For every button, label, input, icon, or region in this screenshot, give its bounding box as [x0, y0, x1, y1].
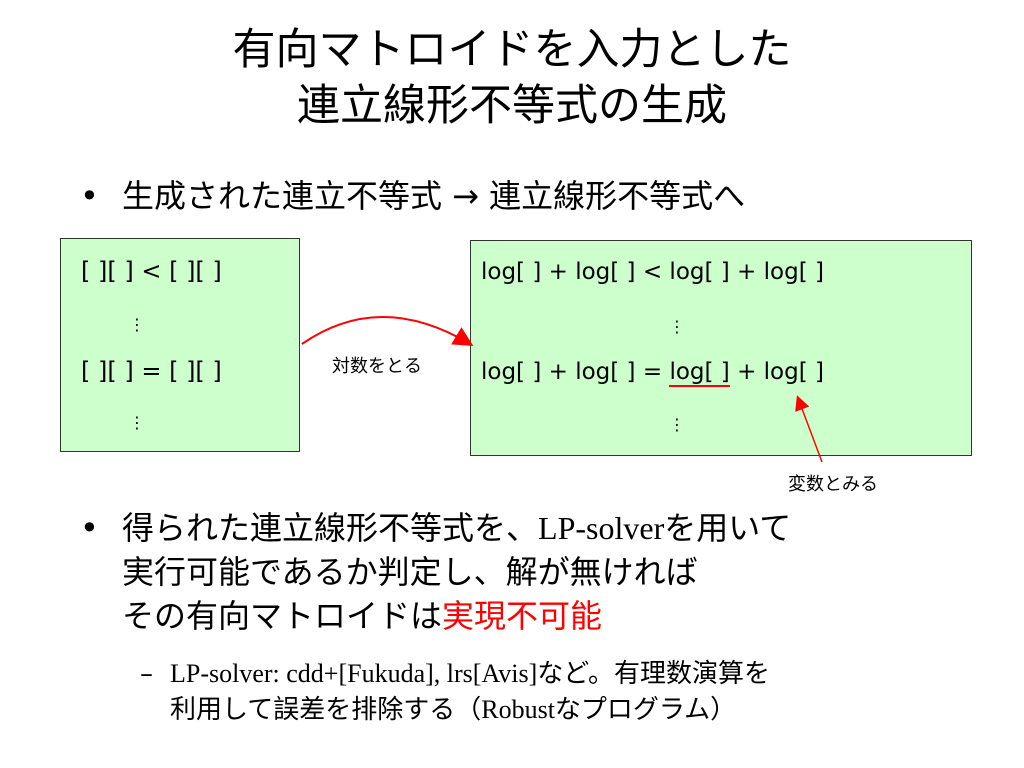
bullet-2-line-1: 得られた連立線形不等式を、LP-solverを用いて — [122, 509, 792, 547]
title-line-1: 有向マトロイドを入力とした — [232, 25, 792, 75]
right-row-2-rhs: + log[ ] — [729, 359, 824, 385]
right-dots-1: ⋮ — [669, 317, 685, 336]
left-inequality-box: [ ][ ] < [ ][ ] ⋮ [ ][ ] = [ ][ ] ⋮ — [60, 238, 300, 452]
right-row-2-lhs: log[ ] + log[ ] = — [481, 359, 670, 385]
variable-term: log[ ] — [669, 359, 730, 387]
bullet-2-line-3: その有向マトロイドは実現不可能 — [122, 597, 603, 635]
right-inequality-box: log[ ] + log[ ] < log[ ] + log[ ] ⋮ log[… — [470, 240, 972, 456]
bullet-1-text: 生成された連立不等式 → 連立線形不等式へ — [122, 177, 746, 215]
take-log-arrow — [301, 316, 474, 347]
sub-bullet: – LP-solver: cdd+[Fukuda], lrs[Avis]など。有… — [140, 656, 770, 728]
variable-pointer-line — [795, 395, 823, 463]
bullet-2-line-2: 実行可能であるか判定し、解が無ければ — [122, 553, 698, 591]
sub-bullet-marker: – — [140, 659, 153, 689]
bullet-2: • 得られた連立線形不等式を、LP-solverを用いて 実行可能であるか判定し… — [80, 506, 792, 638]
right-dots-2: ⋮ — [669, 415, 685, 434]
unrealizable-text: 実現不可能 — [442, 597, 603, 635]
slide-title: 有向マトロイドを入力とした 連立線形不等式の生成 — [0, 22, 1024, 134]
left-dots-2: ⋮ — [129, 413, 145, 432]
bullet-marker: • — [80, 509, 99, 547]
left-dots-1: ⋮ — [129, 315, 145, 334]
take-log-label: 対数をとる — [332, 356, 422, 377]
sub-bullet-line-1: LP-solver: cdd+[Fukuda], lrs[Avis]など。有理数… — [170, 659, 770, 689]
right-row-2: log[ ] + log[ ] = log[ ] + log[ ] — [481, 359, 824, 387]
left-row-2: [ ][ ] = [ ][ ] — [81, 357, 222, 385]
right-row-1: log[ ] + log[ ] < log[ ] + log[ ] — [481, 259, 824, 285]
variable-label: 変数とみる — [788, 474, 878, 495]
left-row-1: [ ][ ] < [ ][ ] — [81, 257, 222, 285]
bullet-marker: • — [80, 177, 99, 215]
title-line-2: 連立線形不等式の生成 — [297, 81, 727, 131]
bullet-1: • 生成された連立不等式 → 連立線形不等式へ — [80, 174, 746, 218]
sub-bullet-line-2: 利用して誤差を排除する（Robustなプログラム） — [170, 695, 737, 725]
